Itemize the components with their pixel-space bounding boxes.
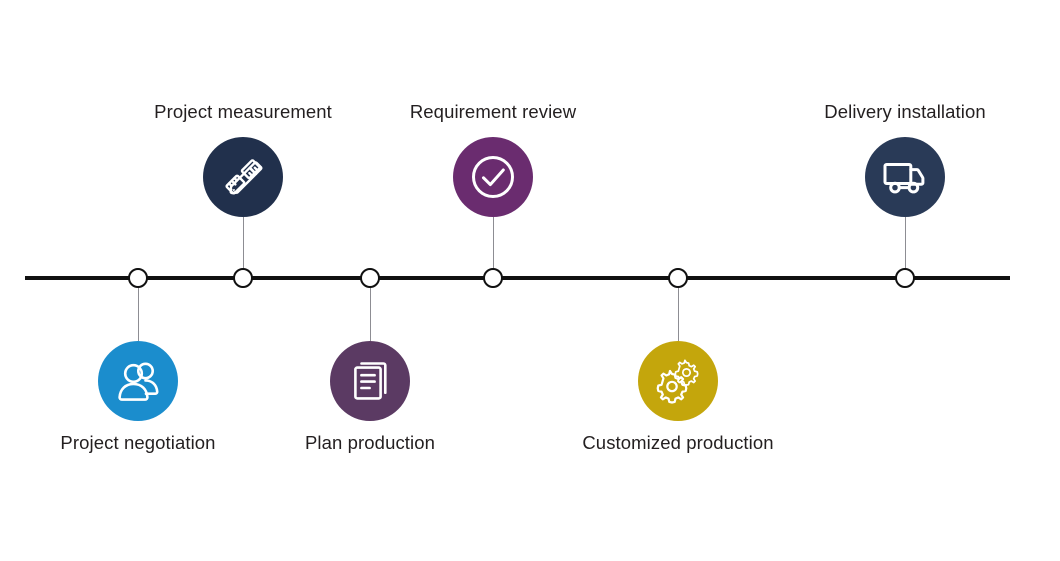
axis-marker-delivery-installation[interactable] — [895, 268, 915, 288]
axis-marker-project-negotiation[interactable] — [128, 268, 148, 288]
connector-stem-requirement-review — [492, 217, 494, 278]
step-label-delivery-installation: Delivery installation — [824, 101, 986, 122]
step-icon-disc-plan-production[interactable] — [330, 341, 410, 421]
axis-marker-requirement-review[interactable] — [483, 268, 503, 288]
step-label-project-negotiation: Project negotiation — [60, 432, 216, 453]
connector-stem-plan-production — [369, 278, 371, 341]
check-circle-icon — [467, 151, 519, 203]
gears-icon — [654, 357, 702, 405]
connector-stem-project-negotiation — [137, 278, 139, 341]
step-label-requirement-review: Requirement review — [409, 101, 577, 122]
pencil-ruler-icon — [219, 153, 267, 201]
step-icon-disc-requirement-review[interactable] — [453, 137, 533, 217]
connector-stem-customized-production — [677, 278, 679, 341]
truck-icon — [882, 157, 928, 197]
step-label-plan-production: Plan production — [304, 432, 436, 453]
step-icon-disc-project-measurement[interactable] — [203, 137, 283, 217]
step-label-project-measurement: Project measurement — [154, 101, 332, 122]
axis-marker-customized-production[interactable] — [668, 268, 688, 288]
step-label-customized-production: Customized production — [582, 432, 774, 453]
documents-icon — [349, 358, 391, 404]
step-icon-disc-project-negotiation[interactable] — [98, 341, 178, 421]
connector-stem-delivery-installation — [904, 217, 906, 278]
axis-marker-plan-production[interactable] — [360, 268, 380, 288]
axis-marker-project-measurement[interactable] — [233, 268, 253, 288]
step-icon-disc-customized-production[interactable] — [638, 341, 718, 421]
step-icon-disc-delivery-installation[interactable] — [865, 137, 945, 217]
people-group-icon — [115, 360, 161, 402]
connector-stem-project-measurement — [242, 217, 244, 278]
timeline-axis — [25, 276, 1010, 280]
